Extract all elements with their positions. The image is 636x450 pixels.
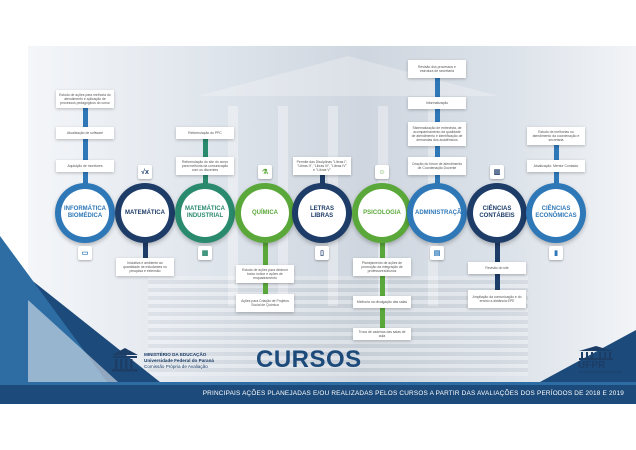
course-label: PSICOLOGIA (363, 209, 401, 216)
mec-building-logo (112, 348, 138, 372)
calculator-icon: ▦ (198, 246, 212, 260)
book-icon: ▯ (315, 246, 329, 260)
action-box: Ampliação da comunicação e do ensino a d… (468, 290, 526, 308)
sqrt-icon: √x (138, 165, 152, 179)
course-node-inner: ADMINISTRAÇÃO (413, 189, 466, 237)
course-node: CIÊNCIAS ECONÔMICAS (526, 183, 586, 243)
course-label: CIÊNCIAS CONTÁBEIS (479, 206, 515, 219)
action-box: Troca de cadeiras das salas de aula (353, 328, 411, 340)
ufpr-building-icon (579, 346, 613, 360)
action-box: Informatização (408, 97, 466, 109)
action-box: Reformulação do PPC (176, 127, 234, 139)
ufpr-subtitle: UNIVERSIDADE FEDERAL DO PARANÁ (578, 371, 623, 374)
banner-stripe (0, 382, 636, 385)
action-box: Melhoria na divulgação das salas (353, 296, 411, 308)
course-node: QUÍMICA (235, 183, 295, 243)
action-box: Estudo de melhorias no atendimento da co… (527, 127, 585, 145)
action-box: Planejamento de ações de promoção da int… (353, 258, 411, 276)
course-node-inner: MATEMÁTICA INDUSTRIAL (181, 189, 229, 237)
bar-chart-icon: ▮ (549, 246, 563, 260)
computer-icon: ▭ (78, 246, 92, 260)
page-title: CURSOS (256, 346, 362, 373)
document-icon: ▥ (490, 165, 504, 179)
action-box: Sistematização de entrevista, de acompan… (408, 122, 466, 146)
action-box: Iniciativa e ambiente ao quantidade de e… (116, 258, 174, 276)
course-node: ADMINISTRAÇÃO (407, 183, 467, 243)
action-box: Revisão dos processos e estrutura de sec… (408, 60, 466, 78)
mec-logo-block: MINISTÉRIO DA EDUCAÇÃO Universidade Fede… (110, 347, 250, 375)
action-box: Ações para Criação de Projetos Social de… (236, 294, 294, 312)
action-box: Criação do fórum de atendimento de Coord… (408, 157, 466, 175)
mec-line-2: Universidade Federal do Paraná (144, 358, 214, 363)
connector-line (82, 90, 88, 213)
course-node-inner: QUÍMICA (241, 189, 289, 237)
connector-line (262, 213, 268, 306)
building-stairs (148, 276, 528, 376)
connector-line (494, 213, 500, 302)
course-node: MATEMÁTICA (115, 183, 175, 243)
action-box: Atualização de software (56, 127, 114, 139)
mec-line-3: Comissão Própria de Avaliação (144, 364, 208, 369)
flask-icon: ⚗ (258, 165, 272, 179)
course-node-inner: MATEMÁTICA (121, 189, 169, 237)
head-icon: ☺ (375, 165, 389, 179)
course-node: CIÊNCIAS CONTÁBEIS (467, 183, 527, 243)
action-box: Estudo de ações para melhoria do atendim… (56, 90, 114, 108)
action-box: Reformulação do site do curso para melho… (176, 157, 234, 175)
course-label: CIÊNCIAS ECONÔMICAS (535, 206, 577, 219)
course-node-inner: CIÊNCIAS CONTÁBEIS (473, 189, 521, 237)
course-node: INFORMÁTICA BIOMÉDICA (55, 183, 115, 243)
course-label: MATEMÁTICA INDUSTRIAL (185, 206, 225, 219)
course-label: MATEMÁTICA (125, 209, 165, 216)
course-node-inner: PSICOLOGIA (358, 189, 406, 237)
footer-banner: PRINCIPAIS AÇÕES PLANEJADAS E/OU REALIZA… (0, 382, 636, 404)
course-label: ADMINISTRAÇÃO (415, 209, 466, 216)
mec-line-1: MINISTÉRIO DA EDUCAÇÃO (144, 352, 207, 357)
banner-text: PRINCIPAIS AÇÕES PLANEJADAS E/OU REALIZA… (202, 390, 624, 397)
course-node: MATEMÁTICA INDUSTRIAL (175, 183, 235, 243)
ufpr-logo-block: UFPR UNIVERSIDADE FEDERAL DO PARANÁ (576, 346, 623, 374)
ufpr-name: UFPR (578, 360, 606, 371)
course-label: INFORMÁTICA BIOMÉDICA (64, 206, 106, 219)
course-node-inner: CIÊNCIAS ECONÔMICAS (532, 189, 580, 237)
action-box: Estudo de ações para diminuir baixo índi… (236, 265, 294, 283)
course-node: PSICOLOGIA (352, 183, 412, 243)
course-label: QUÍMICA (252, 209, 278, 216)
course-node-inner: LETRAS LIBRAS (298, 189, 346, 237)
action-box: Aquisição de monitores (56, 160, 114, 172)
course-node: LETRAS LIBRAS (292, 183, 352, 243)
action-box: Permite das Disciplinas "Libras I", "Lib… (293, 157, 351, 175)
course-node-inner: INFORMÁTICA BIOMÉDICA (61, 189, 109, 237)
action-box: Revisão do site (468, 262, 526, 274)
action-box: Atualização: Mentor Contador (527, 160, 585, 172)
chart-icon: ▤ (430, 246, 444, 260)
course-label: LETRAS LIBRAS (310, 206, 334, 219)
connector-line (379, 213, 385, 340)
